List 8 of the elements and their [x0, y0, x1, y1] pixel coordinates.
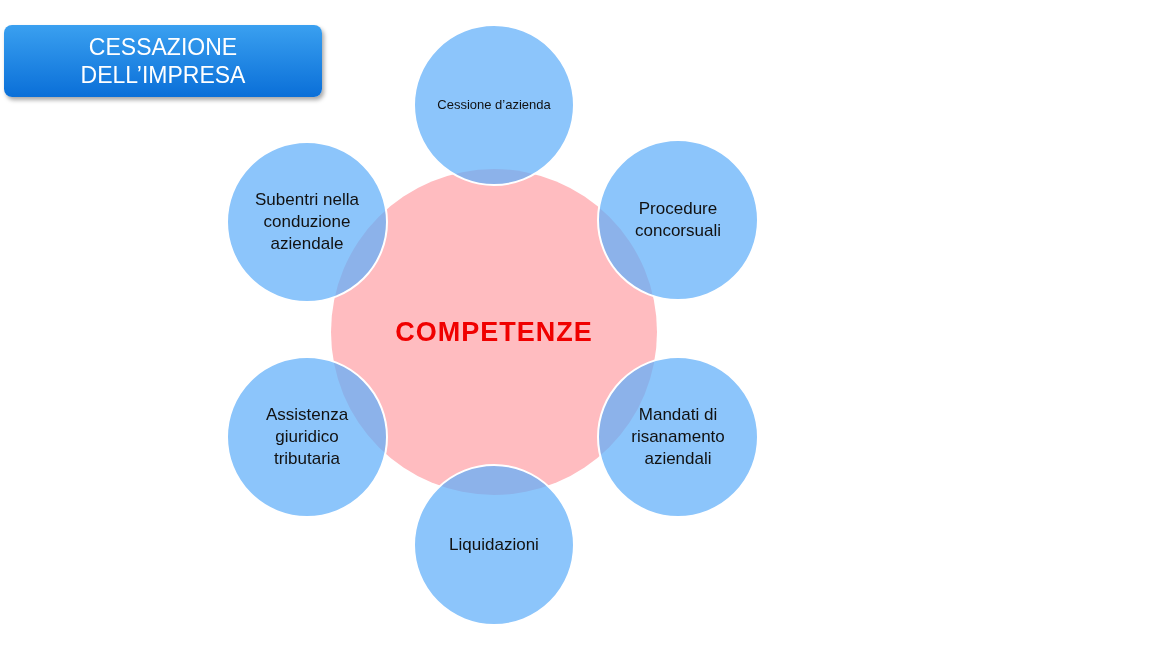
title-banner: CESSAZIONE DELL’IMPRESA	[4, 25, 322, 97]
topic-label: Subentri nella conduzione aziendale	[254, 189, 360, 255]
topic-label: Liquidazioni	[448, 534, 540, 556]
topic-label: Assistenza giuridico tributaria	[264, 404, 350, 470]
center-label: COMPETENZE	[395, 316, 593, 348]
topic-label: Procedure concorsuali	[634, 198, 722, 242]
topic-label: Mandati di risanamento aziendali	[630, 404, 726, 470]
topic-label: Cessione d’azienda	[436, 96, 552, 114]
